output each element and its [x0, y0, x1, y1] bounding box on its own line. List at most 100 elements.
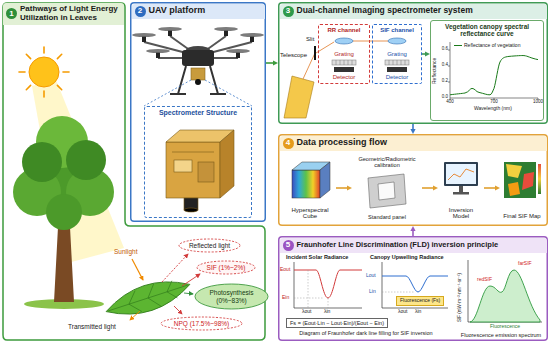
text-label: Eout	[280, 267, 290, 273]
step-number: 4	[283, 138, 294, 149]
ellipse-label: NPQ (17.5%~98%)	[174, 320, 229, 327]
box-label: Spectrometer Structure	[159, 109, 237, 117]
rr-channel-box: RR channelGratingDetector	[318, 24, 370, 84]
arrow-line	[484, 187, 496, 189]
guide-lines	[294, 270, 328, 308]
text-label: Fluorescence	[490, 324, 520, 330]
sun-rays-part	[57, 85, 61, 89]
drone-legs	[170, 66, 226, 94]
text-label: λin	[324, 309, 330, 315]
spectrometer-model	[166, 130, 234, 212]
inversion-model: Inversion Model	[438, 154, 484, 222]
text-label: Lin	[369, 289, 376, 295]
sif-map-icon	[504, 162, 541, 198]
flow-arrow	[336, 185, 352, 190]
canopy-curve	[382, 276, 448, 292]
text-label: Fluorescence emission spectrum	[456, 332, 546, 338]
ellipse-label: Photosynthesis (0%~83%)	[207, 289, 257, 303]
standard-panel-icon-part	[378, 182, 395, 200]
spectrometer-panel: 3Dual-channel Imaging spectrometer syste…	[278, 2, 548, 124]
panel-title: Pathways of Light Energy Utilization in …	[20, 5, 121, 23]
ellipse-shape	[179, 239, 240, 252]
spectrometer-illustration	[284, 38, 538, 118]
drone-payload	[191, 68, 205, 80]
text-label: redSIF	[477, 277, 492, 283]
fld-formula: Fs = (Eout·Lin − Lout·Ein)/(Eout − Ein)	[286, 318, 388, 328]
fld-illustration	[294, 260, 542, 322]
ellipse-shape	[161, 317, 242, 330]
text-label: Diagram of Fraunhofer dark line filling …	[282, 330, 450, 336]
box-label: Geometric/Radiometric calibration	[354, 156, 420, 168]
sunlight-arrow	[132, 259, 143, 280]
sun	[29, 57, 59, 87]
legend-item: Reflectance of vegetation	[454, 43, 520, 49]
text-label: Telescope	[280, 52, 307, 59]
uav-panel: 2UAV platformSpectrometer Structure	[130, 2, 266, 222]
text-label: Canopy Upwelling Radiance	[370, 254, 444, 260]
leaf-panel: 1Pathways of Light Energy Utilization in…	[2, 2, 266, 341]
ellipse-text: Photosynthesis (0%~83%)	[207, 289, 257, 303]
chart-axes	[448, 42, 538, 100]
axis-label: Reflectance	[432, 58, 438, 84]
text-label: Transmitted light	[68, 323, 116, 330]
text-label: Lout	[366, 273, 376, 279]
spectrometer-model-part	[198, 162, 214, 182]
text-label: λin	[415, 309, 421, 315]
sif-arrow	[182, 274, 200, 286]
hyperspectral-cube-icon-part	[320, 162, 330, 198]
slit	[314, 46, 316, 60]
computer-icon-part	[453, 192, 469, 195]
text-label: 0.6	[437, 47, 448, 52]
emission-curve	[470, 270, 540, 322]
box-label: Detector	[333, 74, 356, 81]
tree-canopy-part	[66, 140, 106, 180]
spectrometer-model-part	[166, 142, 220, 198]
panel-title: Fraunhofer Line Discrimination (FLD) inv…	[297, 241, 499, 249]
drone-propellers-part	[132, 33, 156, 37]
computer-icon-part	[444, 162, 478, 186]
panel-header: 4Data processing flow	[280, 136, 547, 151]
photosynthesis-arrow	[184, 293, 193, 294]
standard-panel-icon-part	[368, 174, 406, 208]
ellipse-label: Reflected light	[189, 242, 230, 249]
box-label: SIF channel	[380, 27, 414, 34]
arrow-head	[410, 226, 415, 231]
fluorescence-box: Fluorescence (Fs)	[396, 296, 444, 306]
ellipse-text: NPQ (17.5%~98%)	[174, 320, 229, 327]
transmitted-arrow	[130, 311, 140, 320]
box-label: Fs = (Eout·Lin − Lout·Ein)/(Eout − Ein)	[290, 320, 384, 326]
flow-arrow	[422, 51, 430, 56]
drone-propellers-part	[226, 49, 250, 53]
hyperspectral-cube-icon-part	[292, 170, 320, 198]
sif-map-icon-part	[538, 164, 541, 194]
ellipse-shape	[195, 284, 268, 309]
step-number: 1	[6, 8, 17, 19]
text-label: 400	[444, 100, 456, 105]
arrow-head	[495, 185, 500, 190]
payload-lens	[195, 79, 201, 85]
tree-canopy-part	[46, 194, 82, 230]
leaf-part	[102, 272, 194, 324]
spectrometer-model-part	[172, 152, 214, 153]
spectrometer-structure-box: Spectrometer Structure	[144, 106, 252, 218]
sun-rays	[19, 47, 69, 97]
drone-propellers-part	[240, 33, 264, 37]
text-label: farSIF	[518, 261, 532, 267]
leaf-part	[104, 274, 191, 323]
reflected-arrow	[162, 254, 188, 282]
telescope	[284, 76, 314, 118]
spectrometer-model-part	[220, 130, 234, 198]
flow-arrow	[484, 185, 500, 190]
panel-header: 3Dual-channel Imaging spectrometer syste…	[280, 4, 547, 19]
panel-header: 2UAV platform	[132, 4, 265, 19]
text-label: Sunlight	[114, 248, 138, 255]
spectrometer-model-part	[184, 208, 198, 212]
legend-swatch	[454, 45, 462, 46]
drone-propellers-part	[146, 49, 170, 53]
solar-curve	[294, 270, 362, 298]
box-label: Final SIF Map	[503, 213, 540, 220]
drone-propellers-part	[214, 27, 238, 31]
arrow-head	[347, 185, 352, 190]
arrow-line	[336, 187, 348, 189]
